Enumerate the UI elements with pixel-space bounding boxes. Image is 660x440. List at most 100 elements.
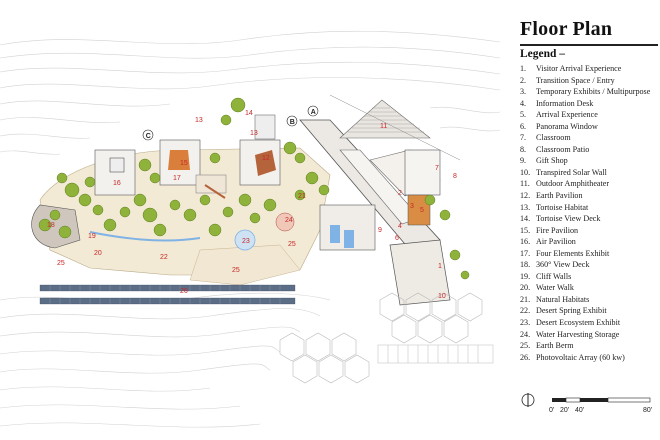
legend-item: 25. Earth Berm bbox=[520, 340, 650, 352]
parking-stalls bbox=[377, 344, 494, 364]
legend-item: 7. Classroom bbox=[520, 132, 650, 144]
legend-item-label: Water Walk bbox=[536, 283, 574, 293]
legend-item-label: Panorama Window bbox=[536, 121, 598, 131]
plan-label: 8 bbox=[453, 173, 457, 180]
legend-panel: Floor Plan Legend – 1.Visitor Arrival Ex… bbox=[508, 0, 658, 440]
site-plan-drawing: 1234567891011121314151617181920212223242… bbox=[0, 30, 500, 428]
legend-item-label: Four Elements Exhibit bbox=[536, 248, 610, 258]
legend-item: 5.Arrival Experience bbox=[520, 109, 650, 121]
legend-item-number: 22. bbox=[520, 306, 531, 316]
plan-label: 24 bbox=[285, 217, 293, 224]
plan-label: 1 bbox=[438, 263, 442, 270]
plan-label: 25 bbox=[57, 260, 65, 267]
legend-item-number: 13. bbox=[520, 202, 531, 212]
legend-item-number: 8. bbox=[520, 144, 527, 154]
scale-label-0: 0' bbox=[549, 407, 554, 414]
section-marker-label: A bbox=[311, 109, 316, 116]
plan-label: 10 bbox=[438, 293, 446, 300]
trees bbox=[38, 97, 470, 280]
plan-label: 7 bbox=[435, 165, 439, 172]
legend-item: 10.Transpired Solar Wall bbox=[520, 167, 650, 179]
plan-label: 6 bbox=[395, 235, 399, 242]
legend-item-label: Earth Pavilion bbox=[536, 191, 583, 201]
legend-item-label: Air Pavilion bbox=[536, 237, 576, 247]
legend-item: 6. Panorama Window bbox=[520, 121, 650, 133]
title-rule bbox=[520, 44, 658, 46]
legend-item-number: 5. bbox=[520, 110, 527, 120]
legend-item-label: Transition Space / Entry bbox=[536, 75, 615, 85]
section-marker-circle bbox=[307, 105, 319, 117]
legend-item-number: 21. bbox=[520, 294, 531, 304]
plan-label: 5 bbox=[420, 207, 424, 214]
legend-item-label: Classroom bbox=[536, 133, 571, 143]
legend-item-label: Temporary Exhibits / Multipurpose bbox=[536, 87, 651, 97]
main-building bbox=[299, 119, 451, 306]
plan-label: 11 bbox=[380, 123, 387, 130]
plan-label: 22 bbox=[160, 254, 168, 261]
plan-label: 3 bbox=[410, 203, 414, 210]
plan-label: 16 bbox=[113, 180, 121, 187]
plan-label: 2 bbox=[398, 190, 402, 197]
legend-item-label: Desert Ecosystem Exhibit bbox=[536, 318, 621, 328]
legend-item-label: Earth Berm bbox=[536, 341, 574, 351]
pavilions bbox=[94, 114, 295, 232]
legend-item: 11. Outdoor Amphitheater bbox=[520, 178, 650, 190]
legend-item-label: Visitor Arrival Experience bbox=[536, 64, 622, 73]
legend-item: 9.Gift Shop bbox=[520, 155, 650, 167]
plan-label: 17 bbox=[173, 175, 181, 182]
legend-item: 3. Temporary Exhibits / Multipurpose bbox=[520, 86, 650, 98]
legend-item: 8.Classroom Patio bbox=[520, 144, 650, 156]
plan-label: 14 bbox=[245, 110, 253, 117]
legend-item-label: Outdoor Amphitheater bbox=[536, 179, 610, 189]
legend-item-label: Natural Habitats bbox=[536, 294, 590, 304]
legend-item: 15.Fire Pavilion bbox=[520, 225, 650, 237]
legend-list: 1. Visitor Arrival Experience 2. Transition… bbox=[520, 63, 650, 363]
legend-item-number: 3. bbox=[520, 87, 527, 97]
plan-label: 25 bbox=[232, 267, 240, 274]
legend-item-number: 25. bbox=[520, 341, 531, 351]
scale-label-80: 80' bbox=[643, 407, 652, 414]
topographic-contours bbox=[0, 30, 500, 428]
legend-item-label: Information Desk bbox=[536, 98, 594, 108]
legend-item: 18.360° View Deck bbox=[520, 259, 650, 271]
section-marker-label: C bbox=[146, 133, 151, 140]
legend-item-number: 1. bbox=[520, 64, 527, 73]
legend-item-label: Water Harvesting Storage bbox=[536, 329, 620, 339]
legend-heading: Legend – bbox=[520, 48, 566, 60]
plan-label: 15 bbox=[180, 160, 188, 167]
legend-item: 23. Desert Ecosystem Exhibit bbox=[520, 317, 650, 329]
scale-label-20: 20' bbox=[560, 407, 569, 414]
legend-item-number: 17. bbox=[520, 248, 531, 258]
photovoltaic-array bbox=[39, 284, 296, 305]
legend-item: 26.Photovoltaic Array (60 kw) bbox=[520, 352, 650, 364]
legend-item-number: 23. bbox=[520, 318, 531, 328]
legend-item-number: 2. bbox=[520, 75, 527, 85]
legend-item-number: 16. bbox=[520, 237, 531, 247]
earth-berm bbox=[189, 244, 301, 286]
legend-item-label: Photovoltaic Array (60 kw) bbox=[536, 352, 625, 362]
legend-item: 21. Natural Habitats bbox=[520, 294, 650, 306]
plan-label: 18 bbox=[47, 222, 55, 229]
legend-item-number: 14. bbox=[520, 214, 531, 224]
legend-item-label: Tortoise View Deck bbox=[536, 214, 601, 224]
plan-label: 21 bbox=[298, 193, 306, 200]
legend-item-number: 6. bbox=[520, 121, 527, 131]
section-marker-circle bbox=[286, 115, 298, 127]
legend-item-label: Transpired Solar Wall bbox=[536, 167, 607, 177]
legend-item-label: Cliff Walls bbox=[536, 271, 572, 281]
legend-item-number: 7. bbox=[520, 133, 527, 143]
legend-item: 14. Tortoise View Deck bbox=[520, 213, 650, 225]
legend-item: 4.Information Desk bbox=[520, 98, 650, 110]
plan-label: 26 bbox=[180, 288, 188, 295]
desert-spring bbox=[234, 229, 256, 251]
section-markers: ABC bbox=[142, 105, 319, 141]
legend-item: 1. Visitor Arrival Experience bbox=[520, 63, 650, 75]
plan-label: 13 bbox=[195, 117, 203, 124]
legend-item-number: 11. bbox=[520, 179, 530, 189]
amphitheater bbox=[329, 94, 461, 161]
legend-item-number: 20. bbox=[520, 283, 531, 293]
legend-item-number: 18. bbox=[520, 260, 531, 270]
legend-item-label: Desert Spring Exhibit bbox=[536, 306, 607, 316]
plan-label: 20 bbox=[94, 250, 102, 257]
legend-item: 22. Desert Spring Exhibit bbox=[520, 305, 650, 317]
